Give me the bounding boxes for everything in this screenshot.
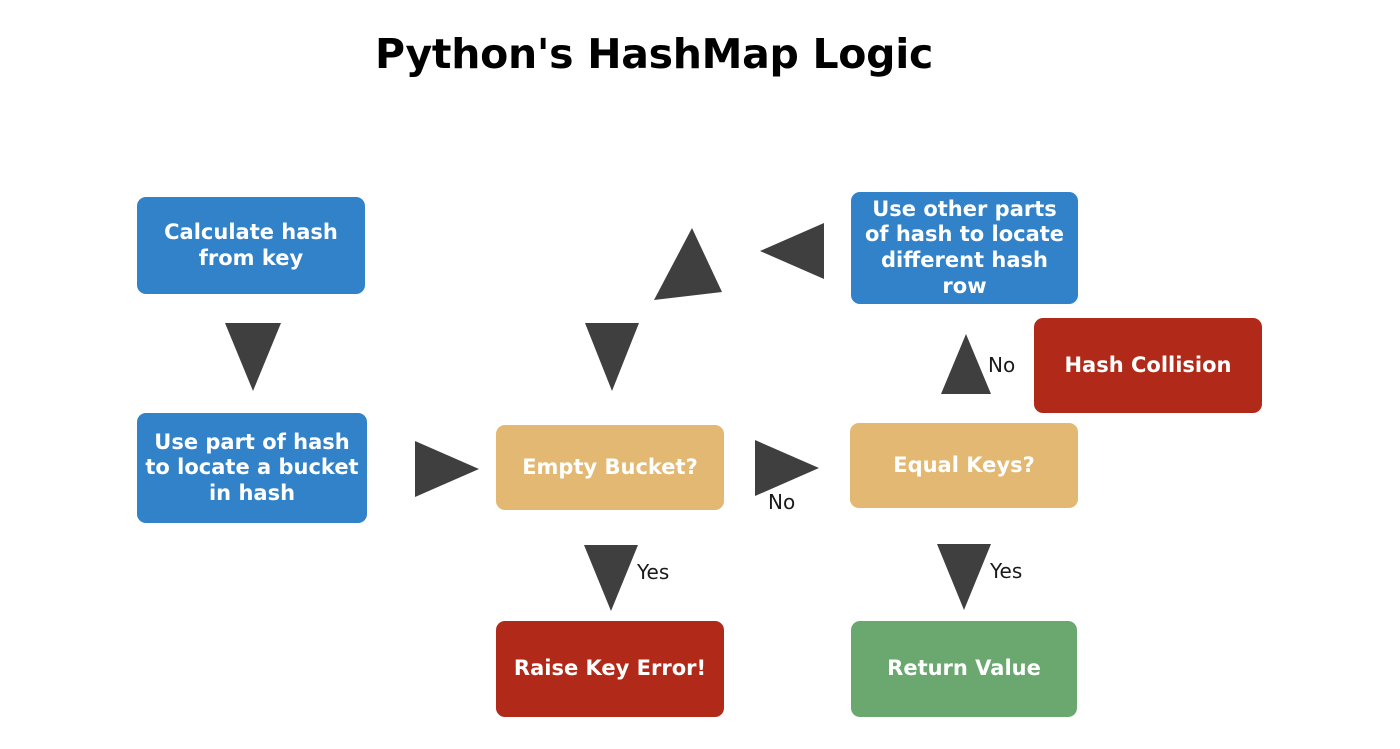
node-raise-key-error[interactable]: Raise Key Error! [496,621,724,717]
edge-label-yes-return: Yes [990,559,1023,583]
node-equal-keys[interactable]: Equal Keys? [850,423,1078,508]
node-other-parts-hash[interactable]: Use other parts of hash to locate differ… [851,192,1078,304]
arrow-down-empty-to-raise [584,545,638,611]
node-calculate-hash-label: Calculate hash from key [164,219,338,270]
arrow-left-other-parts-feedback [760,223,824,279]
arrow-up-equal-to-other-parts [941,334,991,394]
arrow-right-locate-to-empty [415,441,479,497]
arrow-up-tilted-retry-loop [654,228,730,302]
node-other-parts-hash-label: Use other parts of hash to locate differ… [864,196,1065,298]
node-equal-keys-label: Equal Keys? [893,452,1035,477]
node-raise-key-error-label: Raise Key Error! [513,656,707,681]
node-return-value-label: Return Value [887,656,1041,681]
node-hash-collision-label: Hash Collision [1064,352,1232,377]
node-hash-collision[interactable]: Hash Collision [1034,318,1262,413]
node-calculate-hash[interactable]: Calculate hash from key [137,197,365,294]
node-empty-bucket-label: Empty Bucket? [522,454,698,479]
arrow-down-equal-to-return [937,544,991,610]
edge-label-no-collision: No [988,353,1016,377]
edge-label-no-equal: No [768,490,796,514]
node-locate-bucket[interactable]: Use part of hash to locate a bucket in h… [137,413,367,523]
node-empty-bucket[interactable]: Empty Bucket? [496,425,724,510]
arrow-down-retry-to-empty [585,323,639,391]
page-title: Python's HashMap Logic [375,30,933,78]
node-return-value[interactable]: Return Value [851,621,1077,717]
arrow-down-calc-to-locate [225,323,281,391]
arrow-right-empty-to-equal [755,440,819,496]
edge-label-yes-raise: Yes [637,560,670,584]
node-locate-bucket-label: Use part of hash to locate a bucket in h… [145,429,359,505]
